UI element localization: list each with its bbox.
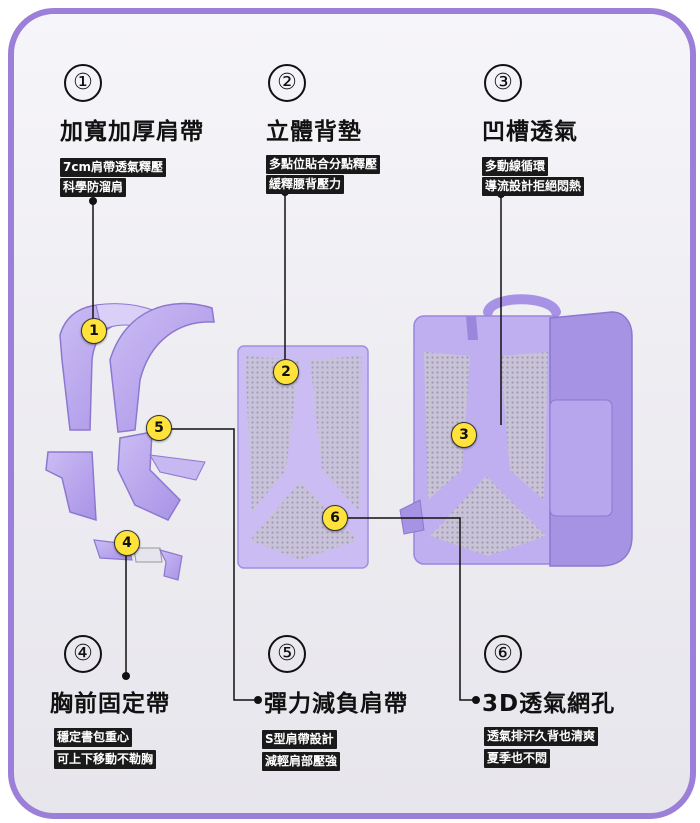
feature-1-tag-1: 7cm肩帶透氣釋壓 bbox=[60, 158, 166, 177]
feature-number-3: ③ bbox=[484, 64, 522, 102]
feature-2-tag-2: 緩釋腰背壓力 bbox=[266, 175, 345, 194]
feature-6-tag-2: 夏季也不悶 bbox=[484, 749, 551, 768]
feature-title-2: 立體背墊 bbox=[266, 119, 362, 145]
marker-5: 5 bbox=[146, 415, 172, 441]
leader-lines bbox=[92, 192, 502, 701]
marker-6: 6 bbox=[322, 505, 348, 531]
feature-2-tag-1: 多點位貼合分點釋壓 bbox=[266, 155, 381, 174]
feature-title-6: 3D透氣網孔 bbox=[482, 691, 616, 717]
feature-title-3: 凹槽透氣 bbox=[482, 119, 578, 145]
feature-number-5: ⑤ bbox=[268, 635, 306, 673]
feature-3-tag-1: 多動線循環 bbox=[482, 157, 549, 176]
feature-number-2: ② bbox=[268, 64, 306, 102]
feature-3-tag-2: 導流設計拒絕悶熱 bbox=[482, 177, 585, 196]
feature-number-1: ① bbox=[64, 64, 102, 102]
marker-1: 1 bbox=[81, 318, 107, 344]
feature-5-tag-1: S型肩帶設計 bbox=[262, 730, 337, 749]
feature-6-tag-1: 透氣排汗久背也清爽 bbox=[484, 727, 599, 746]
backpack bbox=[399, 294, 633, 567]
feature-title-5: 彈力減負肩帶 bbox=[264, 691, 408, 717]
feature-number-6: ⑥ bbox=[484, 635, 522, 673]
shoulder-strap-right bbox=[109, 302, 215, 521]
back-panel bbox=[237, 345, 369, 569]
marker-3: 3 bbox=[451, 422, 477, 448]
feature-title-1: 加寬加厚肩帶 bbox=[60, 119, 204, 145]
feature-4-tag-1: 穩定書包重心 bbox=[54, 728, 133, 747]
feature-4-tag-2: 可上下移動不勒胸 bbox=[54, 750, 157, 769]
feature-1-tag-2: 科學防溜肩 bbox=[60, 178, 127, 197]
feature-number-4: ④ bbox=[64, 635, 102, 673]
feature-title-4: 胸前固定帶 bbox=[50, 691, 170, 717]
feature-5-tag-2: 減輕肩部壓強 bbox=[262, 752, 341, 771]
marker-4: 4 bbox=[114, 530, 140, 556]
marker-2: 2 bbox=[273, 359, 299, 385]
